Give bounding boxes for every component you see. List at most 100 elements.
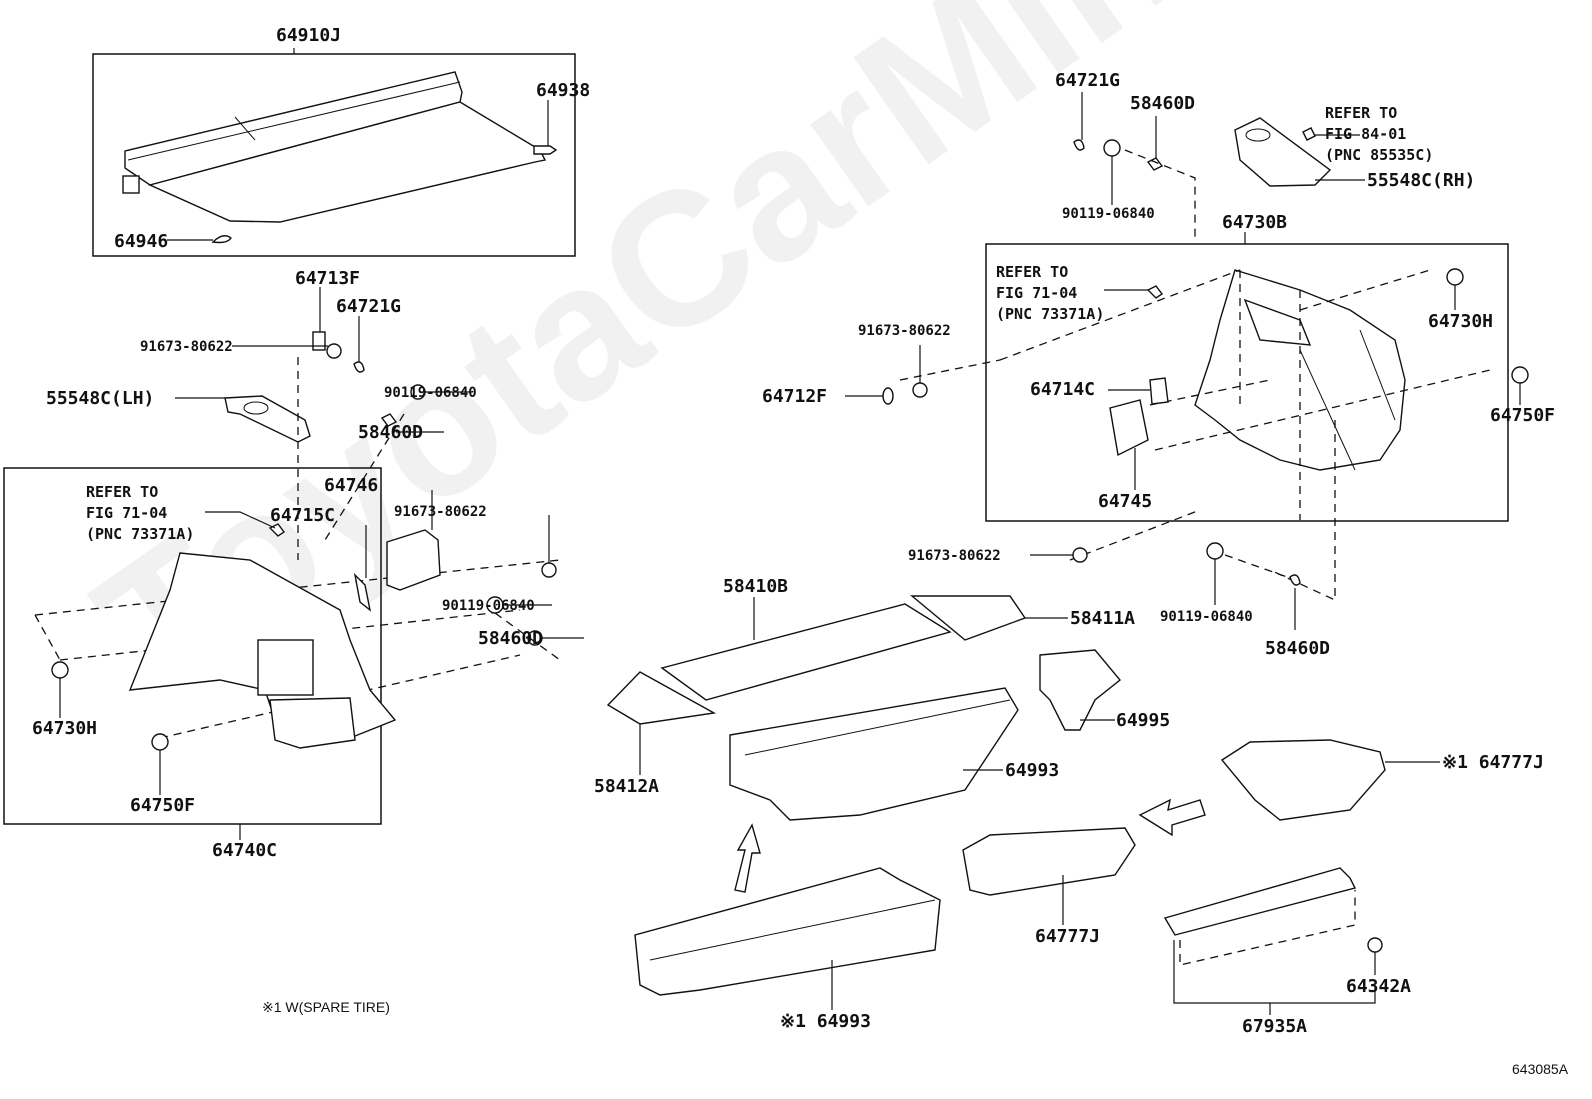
label-64730B: 64730B <box>1222 212 1288 233</box>
reference-note-right-box: REFER TO FIG 71-04 (PNC 73371A) <box>996 262 1104 325</box>
label-58410B: 58410B <box>723 576 789 597</box>
part-90119-06840-d <box>1206 542 1224 560</box>
label-91673-80622-c: 91673-80622 <box>858 323 951 339</box>
right-quarter-trim <box>1194 269 1406 471</box>
part-91673-80622-a <box>326 343 342 359</box>
label-58411A: 58411A <box>1070 608 1136 629</box>
part-58460D-c <box>1146 157 1164 171</box>
right-trim-group-box <box>985 243 1509 522</box>
label-64946: 64946 <box>114 231 169 252</box>
part-58460D-d <box>1289 574 1301 586</box>
tonneau-cover <box>122 71 547 223</box>
part-64712F <box>882 387 894 405</box>
part-64721G-left <box>353 361 365 373</box>
part-90119-06840-c <box>1103 139 1121 157</box>
part-58410B <box>660 603 952 701</box>
part-64777J-spare <box>1220 739 1386 821</box>
part-91673-80622-c <box>912 382 928 398</box>
label-64993-spare: ※1 64993 <box>780 1011 871 1032</box>
part-64730H-left <box>51 661 69 679</box>
part-55548C-RH <box>1234 117 1332 187</box>
part-64938 <box>533 145 558 155</box>
reference-line: REFER TO <box>996 263 1069 281</box>
label-64938: 64938 <box>536 80 591 101</box>
label-64730H-right: 64730H <box>1428 311 1494 332</box>
reference-line: FIG 71-04 <box>86 504 168 522</box>
part-64746 <box>386 529 441 591</box>
footnote-spare-tire: ※1 W(SPARE TIRE) <box>262 999 390 1015</box>
label-64721G-left: 64721G <box>336 296 402 317</box>
part-67935A <box>1163 867 1357 936</box>
part-64745 <box>1109 399 1149 457</box>
label-58460D-a: 58460D <box>358 422 424 443</box>
label-55548C-RH: 55548C(RH) <box>1367 170 1476 191</box>
label-64993: 64993 <box>1005 760 1060 781</box>
label-64746: 64746 <box>324 475 379 496</box>
label-64910J: 64910J <box>276 25 342 46</box>
part-55548C-LH <box>224 395 311 443</box>
label-64995: 64995 <box>1116 710 1171 731</box>
reference-line: REFER TO <box>1325 104 1398 122</box>
label-58460D-d: 58460D <box>1265 638 1331 659</box>
part-91673-80622-d <box>1072 547 1088 563</box>
label-64750F-right: 64750F <box>1490 405 1556 426</box>
label-55548C-LH: 55548C(LH) <box>46 388 155 409</box>
part-64777J <box>962 827 1136 896</box>
label-64712F: 64712F <box>762 386 828 407</box>
part-64721G-right <box>1073 139 1085 151</box>
part-64995 <box>1039 649 1121 731</box>
part-ref-85535C <box>1302 127 1316 141</box>
reference-line: (PNC 73371A) <box>996 305 1105 323</box>
reference-line: (PNC 73371A) <box>86 525 195 543</box>
part-64993 <box>729 687 1019 821</box>
reference-line: (PNC 85535C) <box>1325 146 1434 164</box>
part-64730H-right <box>1446 268 1464 286</box>
part-ref-73371A-right <box>1146 285 1164 299</box>
part-64750F-right <box>1511 366 1529 384</box>
part-91673-80622-b <box>541 562 557 578</box>
label-58460D-b: 58460D <box>478 628 544 649</box>
reference-note-left: REFER TO FIG 71-04 (PNC 73371A) <box>86 482 194 545</box>
label-90119-06840-c: 90119-06840 <box>1062 206 1155 222</box>
label-90119-06840-d: 90119-06840 <box>1160 609 1253 625</box>
part-64750F-left <box>151 733 169 751</box>
label-64342A: 64342A <box>1346 976 1412 997</box>
label-64721G-right: 64721G <box>1055 70 1121 91</box>
part-64715C <box>353 572 372 612</box>
label-91673-80622-a: 91673-80622 <box>140 339 233 355</box>
label-64715C: 64715C <box>270 505 336 526</box>
left-quarter-trim <box>128 552 397 749</box>
part-58460D-a <box>380 413 398 427</box>
label-64740C: 64740C <box>212 840 278 861</box>
reference-line: FIG 84-01 <box>1325 125 1407 143</box>
part-64714C <box>1149 377 1169 405</box>
reference-line: REFER TO <box>86 483 159 501</box>
label-91673-80622-b: 91673-80622 <box>394 504 487 520</box>
label-64750F-left: 64750F <box>130 795 196 816</box>
reference-note-top-right: REFER TO FIG 84-01 (PNC 85535C) <box>1325 103 1433 166</box>
label-91673-80622-d: 91673-80622 <box>908 548 1001 564</box>
label-64714C: 64714C <box>1030 379 1096 400</box>
arrow-up <box>734 823 761 893</box>
label-58460D-c: 58460D <box>1130 93 1196 114</box>
label-58412A: 58412A <box>594 776 660 797</box>
label-67935A: 67935A <box>1242 1016 1308 1037</box>
part-64946 <box>211 235 232 244</box>
label-90119-06840-a: 90119-06840 <box>384 385 477 401</box>
label-64777J-spare: ※1 64777J <box>1442 752 1544 773</box>
part-64342A <box>1367 937 1383 953</box>
left-trim-group-box <box>3 467 382 825</box>
label-64745: 64745 <box>1098 491 1153 512</box>
reference-line: FIG 71-04 <box>996 284 1078 302</box>
arrow-left <box>1138 798 1206 837</box>
part-58412A <box>606 671 717 725</box>
label-64777J: 64777J <box>1035 926 1101 947</box>
tonneau-group-box <box>92 53 576 257</box>
label-64713F: 64713F <box>295 268 361 289</box>
part-64713F <box>312 331 326 351</box>
figure-id: 643085A <box>1512 1061 1569 1077</box>
label-90119-06840-b: 90119-06840 <box>442 598 535 614</box>
label-64730H-left: 64730H <box>32 718 98 739</box>
